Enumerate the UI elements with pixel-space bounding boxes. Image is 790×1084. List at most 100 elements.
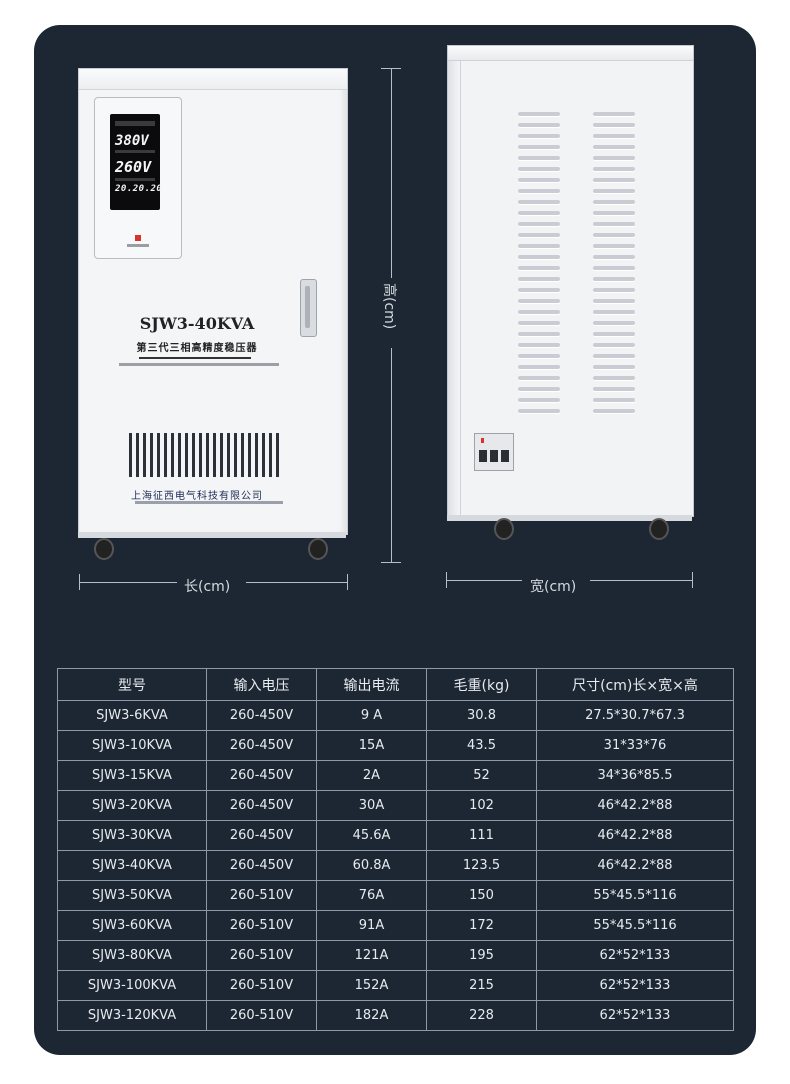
vent-slot bbox=[518, 156, 560, 160]
header-output-current: 输出电流 bbox=[316, 668, 427, 701]
cell-output-current: 152A bbox=[316, 970, 427, 1001]
cell-gross-weight: 150 bbox=[426, 880, 537, 911]
vent-slot bbox=[518, 332, 560, 336]
vent-slot bbox=[136, 433, 139, 477]
cell-gross-weight: 172 bbox=[426, 910, 537, 941]
vent-slot bbox=[593, 123, 635, 127]
vent-slot bbox=[518, 354, 560, 358]
cell-model: SJW3-20KVA bbox=[57, 790, 207, 821]
width-label: 宽(cm) bbox=[530, 579, 577, 595]
height-label: 高(cm) bbox=[381, 283, 397, 330]
vent-slot bbox=[593, 387, 635, 391]
vent-slot bbox=[593, 288, 635, 292]
side-edge bbox=[448, 46, 461, 516]
vent-slot bbox=[213, 433, 216, 477]
front-view-cabinet: 380V 260V 20.20.20 SJW3-40KVA 第三代三相高精度稳压… bbox=[78, 68, 348, 535]
terminal-indicator-icon bbox=[481, 438, 484, 443]
vent-slot bbox=[255, 433, 258, 477]
spec-table: 型号 输入电压 输出电流 毛重(kg) 尺寸(cm)长×宽×高 SJW3-6KV… bbox=[57, 668, 734, 1031]
vent-slot bbox=[593, 398, 635, 402]
vent-slot bbox=[518, 211, 560, 215]
header-input-voltage: 输入电压 bbox=[206, 668, 317, 701]
vent-slot bbox=[518, 112, 560, 116]
brand-label: 上海征西电气科技有限公司 bbox=[131, 491, 263, 502]
cell-dimensions: 62*52*133 bbox=[536, 1000, 734, 1031]
vent-slot bbox=[518, 145, 560, 149]
cell-dimensions: 62*52*133 bbox=[536, 940, 734, 971]
cell-input-voltage: 260-510V bbox=[206, 970, 317, 1001]
vent-slot bbox=[206, 433, 209, 477]
length-label: 长(cm) bbox=[184, 579, 231, 595]
vent-slot bbox=[593, 365, 635, 369]
cell-dimensions: 62*52*133 bbox=[536, 970, 734, 1001]
cell-dimensions: 46*42.2*88 bbox=[536, 850, 734, 881]
cell-input-voltage: 260-450V bbox=[206, 790, 317, 821]
vent-slot bbox=[593, 354, 635, 358]
vent-slot bbox=[593, 222, 635, 226]
vent-slot bbox=[518, 255, 560, 259]
cell-model: SJW3-80KVA bbox=[57, 940, 207, 971]
vent-slot bbox=[518, 123, 560, 127]
lcd-output-voltage: 260V bbox=[115, 158, 152, 176]
cell-model: SJW3-50KVA bbox=[57, 880, 207, 911]
height-dimension-line bbox=[391, 348, 392, 562]
vent-slot bbox=[593, 244, 635, 248]
cell-input-voltage: 260-450V bbox=[206, 850, 317, 881]
length-tick-right bbox=[347, 574, 348, 590]
vent-slot bbox=[220, 433, 223, 477]
lcd-header bbox=[115, 121, 155, 126]
lcd-display: 380V 260V 20.20.20 bbox=[110, 114, 162, 210]
cell-input-voltage: 260-450V bbox=[206, 700, 317, 731]
cell-input-voltage: 260-450V bbox=[206, 760, 317, 791]
caster-wheel-icon bbox=[94, 538, 114, 560]
header-gross-weight: 毛重(kg) bbox=[426, 668, 537, 701]
vent-slot bbox=[518, 343, 560, 347]
control-panel: 380V 260V 20.20.20 bbox=[94, 97, 182, 259]
cell-gross-weight: 30.8 bbox=[426, 700, 537, 731]
cell-output-current: 9 A bbox=[316, 700, 427, 731]
vent-slot bbox=[518, 387, 560, 391]
vent-slot bbox=[276, 433, 279, 477]
cell-dimensions: 46*42.2*88 bbox=[536, 820, 734, 851]
vent-slot bbox=[199, 433, 202, 477]
button-caption bbox=[127, 244, 149, 247]
cell-dimensions: 55*45.5*116 bbox=[536, 880, 734, 911]
vent-slot bbox=[593, 409, 635, 413]
cell-model: SJW3-15KVA bbox=[57, 760, 207, 791]
cell-dimensions: 27.5*30.7*67.3 bbox=[536, 700, 734, 731]
cell-input-voltage: 260-510V bbox=[206, 940, 317, 971]
cell-model: SJW3-60KVA bbox=[57, 910, 207, 941]
vent-slot bbox=[262, 433, 265, 477]
cell-output-current: 30A bbox=[316, 790, 427, 821]
label-rule bbox=[139, 357, 251, 359]
terminal-slot bbox=[479, 450, 487, 462]
height-tick-bottom bbox=[381, 562, 401, 563]
vent-slot bbox=[518, 178, 560, 182]
vent-slot bbox=[518, 376, 560, 380]
vent-slot bbox=[518, 299, 560, 303]
side-top bbox=[448, 46, 693, 61]
vent-slot bbox=[593, 277, 635, 281]
vent-slot bbox=[518, 167, 560, 171]
vent-slot bbox=[518, 365, 560, 369]
cell-input-voltage: 260-450V bbox=[206, 730, 317, 761]
vent-slot bbox=[593, 200, 635, 204]
vent-slot bbox=[518, 244, 560, 248]
vent-slot bbox=[593, 189, 635, 193]
vent-slot bbox=[593, 178, 635, 182]
cell-dimensions: 55*45.5*116 bbox=[536, 910, 734, 941]
cell-model: SJW3-40KVA bbox=[57, 850, 207, 881]
cell-output-current: 182A bbox=[316, 1000, 427, 1031]
terminal-box bbox=[474, 433, 514, 471]
cell-input-voltage: 260-450V bbox=[206, 820, 317, 851]
length-dimension-line bbox=[79, 582, 177, 583]
